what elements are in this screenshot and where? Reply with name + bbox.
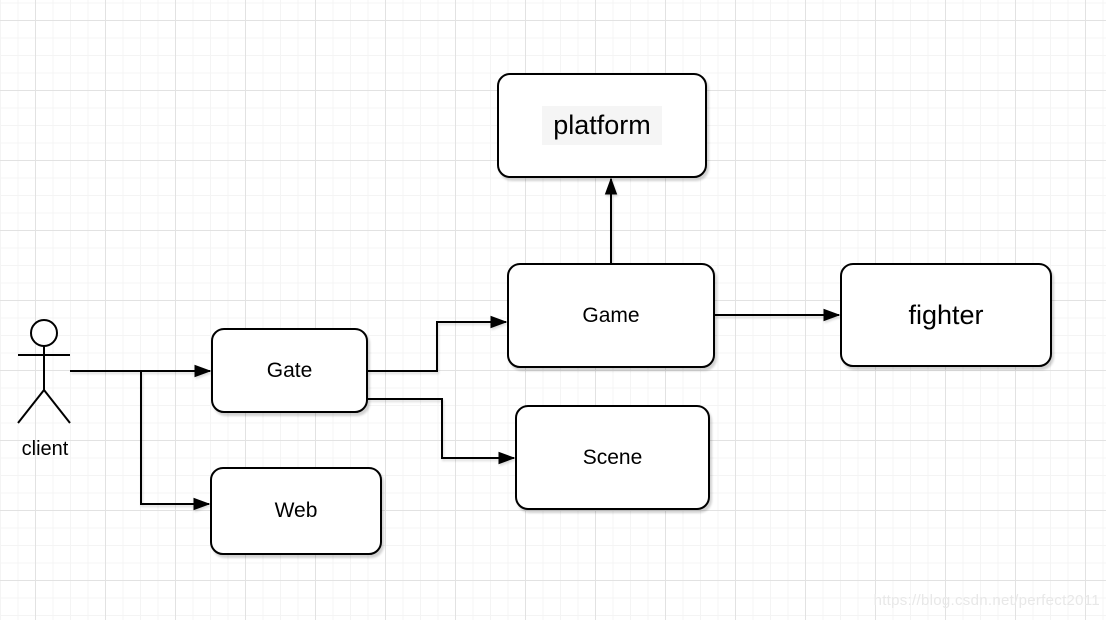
actor-right-leg <box>43 389 71 424</box>
edge-gate-to-game[interactable] <box>368 315 508 372</box>
node-scene-label: Scene <box>582 445 643 469</box>
watermark: https://blog.csdn.net/perfect2011 <box>873 592 1100 609</box>
node-platform[interactable]: platform <box>497 73 707 178</box>
node-web[interactable]: Web <box>210 467 382 555</box>
node-game-label: Game <box>582 303 640 327</box>
actor-client-figure[interactable] <box>17 319 71 424</box>
edge-gate-to-scene[interactable] <box>368 398 516 465</box>
node-web-label: Web <box>274 499 318 523</box>
node-platform-label: platform <box>542 106 662 145</box>
node-game[interactable]: Game <box>507 263 715 368</box>
actor-head <box>30 319 58 347</box>
node-gate[interactable]: Gate <box>211 328 368 413</box>
edge-client-to-web[interactable] <box>140 371 211 511</box>
actor-client-label: client <box>21 438 69 460</box>
node-fighter-label: fighter <box>908 299 984 330</box>
actor-left-leg <box>17 389 45 424</box>
node-fighter[interactable]: fighter <box>840 263 1052 367</box>
node-gate-label: Gate <box>266 358 313 382</box>
node-scene[interactable]: Scene <box>515 405 710 510</box>
